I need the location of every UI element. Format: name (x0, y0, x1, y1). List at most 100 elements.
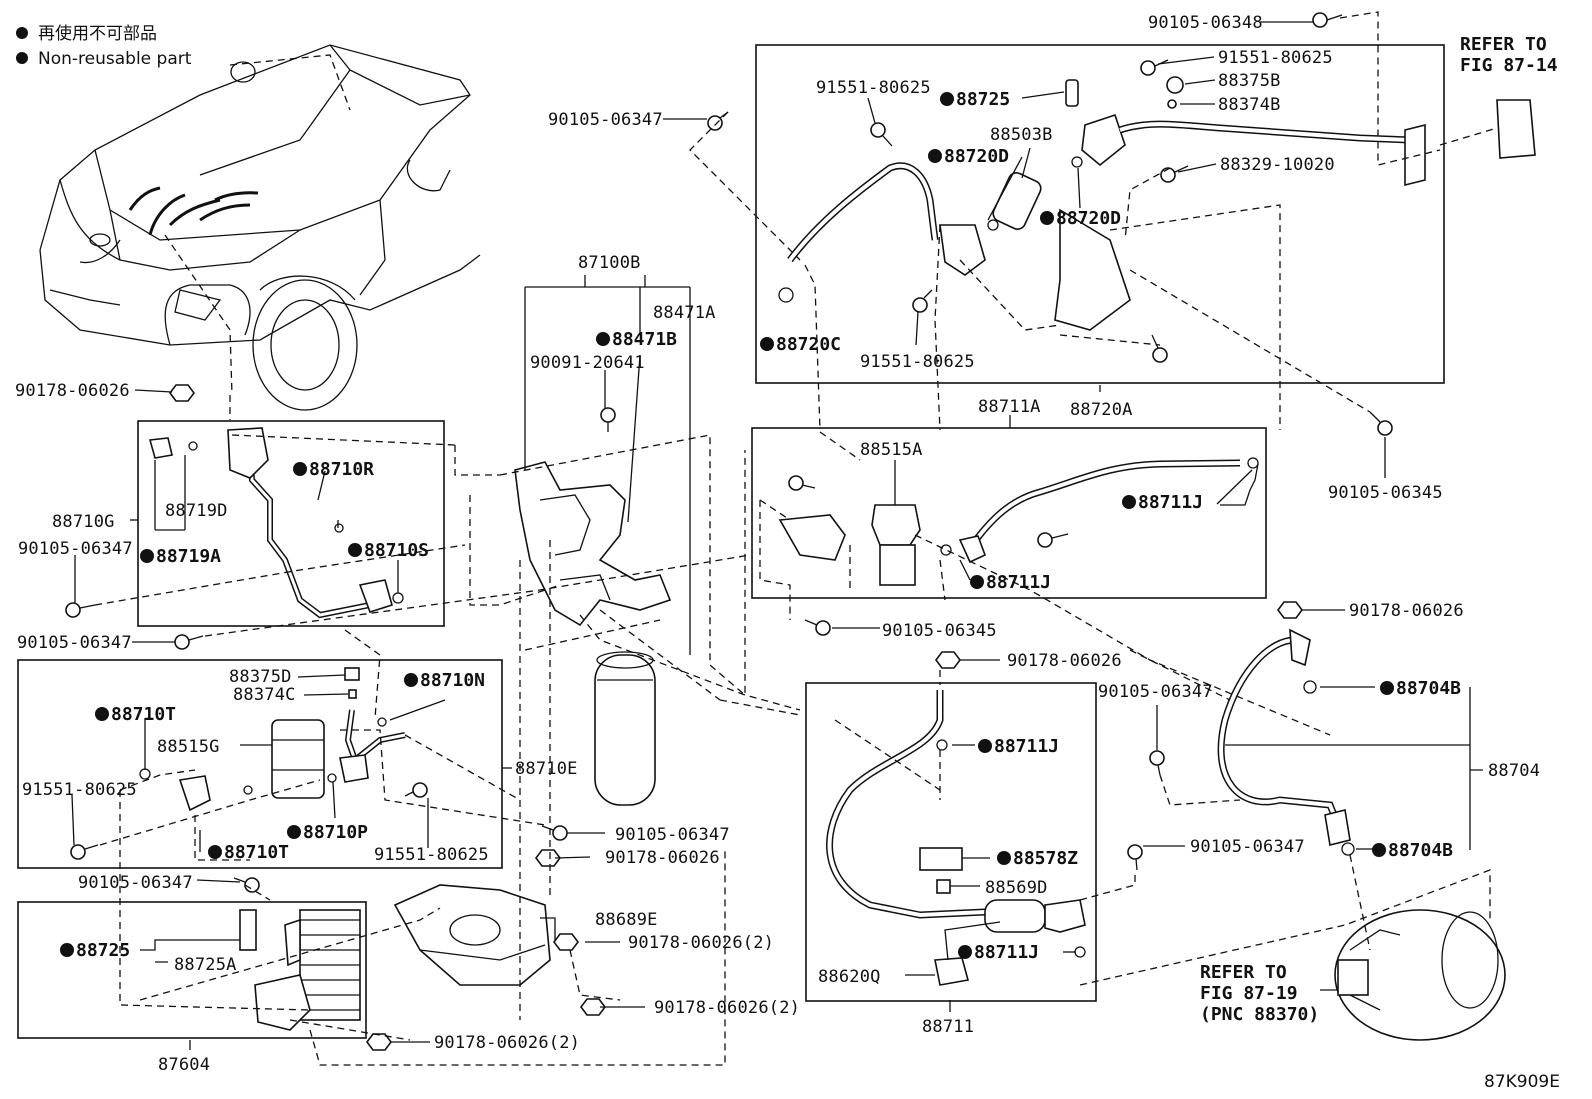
core-88374B-icon (1167, 99, 1177, 109)
receiver-88471A-icon (594, 654, 656, 806)
bolt-icon (541, 825, 568, 841)
part-label: 88711A (978, 397, 1041, 417)
nut-icon (580, 998, 606, 1016)
o-ring-icon (1341, 842, 1355, 856)
non-reusable-dot-icon (287, 825, 301, 839)
part-label: 88471A (653, 303, 716, 323)
bracket-88720A-icon (1054, 208, 1131, 331)
o-ring-icon (139, 768, 151, 780)
non-reusable-dot-icon (997, 851, 1011, 865)
o-ring-icon (1247, 457, 1259, 469)
part-label: 88720C (776, 334, 841, 355)
hose-fitting-icon (1044, 899, 1086, 933)
hose-fitting-icon (1289, 628, 1311, 667)
part-label: 88719A (156, 546, 221, 567)
hose-fitting-icon (1324, 809, 1351, 846)
bolt-icon (600, 407, 616, 432)
part-label: 88710N (420, 670, 485, 691)
part-label: 88374C (233, 685, 296, 705)
bolt-icon (1369, 411, 1393, 436)
non-reusable-dot-icon (958, 945, 972, 959)
part-label: 88711J (974, 942, 1039, 963)
non-reusable-dot-icon (1040, 211, 1054, 225)
bolt-icon (70, 844, 99, 860)
legend-cn: 再使用不可部品 (38, 23, 157, 44)
part-label: 88719D (165, 501, 228, 521)
bolt-icon (1151, 334, 1168, 363)
o-ring-icon (1303, 680, 1317, 694)
part-label: 88720D (944, 146, 1009, 167)
legend-dot-icon (16, 52, 28, 64)
figure-code: 87K909E (1484, 1072, 1560, 1092)
part-label: 88374B (1218, 95, 1281, 115)
o-ring-icon (243, 785, 253, 795)
part-label: 90105-06347 (17, 633, 132, 653)
bolt-icon (788, 475, 816, 491)
part-label: 88711J (994, 736, 1059, 757)
box-88711A (751, 427, 1267, 599)
part-label: 91551-80625 (374, 845, 489, 865)
clip-88569D-icon (936, 879, 951, 894)
bolt-icon (1037, 532, 1069, 548)
bolt-icon (1149, 750, 1165, 776)
part-label: 90178-06026(2) (654, 998, 800, 1018)
bolt-icon (233, 877, 260, 893)
non-reusable-dot-icon (404, 673, 418, 687)
non-reusable-dot-icon (1372, 843, 1386, 857)
bolt-icon (1312, 12, 1343, 28)
bolt-icon (65, 602, 96, 618)
nut-icon (935, 651, 961, 669)
bolt-icon (1140, 59, 1169, 76)
pressure-block-icon (1081, 113, 1126, 167)
o-ring-icon (1071, 156, 1083, 168)
part-label: 90178-06026 (1007, 651, 1122, 671)
part-label: 88725 (956, 89, 1010, 110)
part-label: 88569D (985, 878, 1048, 898)
pipe-clip-icon (339, 754, 369, 783)
non-reusable-dot-icon (208, 845, 222, 859)
bolt-icon (912, 289, 933, 313)
part-label: 88710T (111, 704, 176, 725)
bolt-icon (174, 634, 204, 650)
o-ring-icon (188, 441, 198, 451)
nut-icon (553, 933, 579, 951)
group-boxes (17, 44, 1445, 1039)
legend-en: Non-reusable part (38, 49, 192, 69)
core-88374C-icon (348, 689, 357, 699)
refer-fig-87-14-line2: FIG 87-14 (1460, 55, 1558, 76)
non-reusable-dot-icon (95, 707, 109, 721)
part-label: 88620Q (818, 967, 881, 987)
pipe-clip-icon (178, 775, 211, 812)
part-label: 88710G (52, 512, 115, 532)
part-label: 91551-80625 (1218, 48, 1333, 68)
pipe-fitting-icon (227, 427, 269, 479)
box-88711 (805, 682, 1097, 1002)
o-ring-icon (1074, 946, 1086, 958)
part-label: 91551-80625 (860, 352, 975, 372)
part-label: 90178-06026(2) (628, 933, 774, 953)
bracket-icon (778, 514, 846, 561)
part-label: 88725A (174, 955, 237, 975)
non-reusable-dot-icon (596, 332, 610, 346)
non-reusable-dot-icon (978, 739, 992, 753)
non-reusable-dot-icon (348, 543, 362, 557)
parts (65, 12, 1536, 1051)
cap-88375D-icon (344, 667, 360, 681)
sensor-88725-icon (1065, 79, 1079, 107)
clip-88719A-icon (148, 437, 173, 459)
non-reusable-dot-icon (1380, 681, 1394, 695)
hose-joint-icon (958, 535, 987, 564)
non-reusable-dot-icon (60, 943, 74, 957)
part-label: 88704B (1388, 840, 1453, 861)
reference-notes: REFER TO FIG 87-14 REFER TO FIG 87-19 (P… (1200, 34, 1560, 1092)
nut-icon (169, 384, 195, 402)
part-label: 88710E (515, 759, 578, 779)
non-reusable-dot-icon (1122, 495, 1136, 509)
non-reusable-dot-icon (760, 337, 774, 351)
refer-fig-87-19-line2: FIG 87-19 (1200, 983, 1298, 1004)
part-label: 87604 (158, 1055, 210, 1075)
bolt-icon (1127, 844, 1143, 871)
part-label: 88515A (860, 440, 923, 460)
vehicle-sketch (39, 44, 481, 411)
